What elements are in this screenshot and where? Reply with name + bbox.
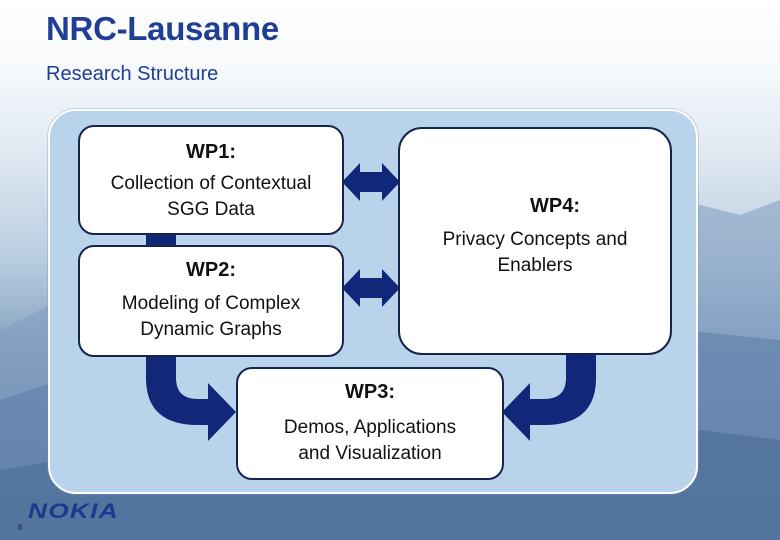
double-arrow-icon: [342, 269, 400, 307]
wp1-line-1: Collection of Contextual: [110, 173, 312, 194]
curved-arrow-icon: [502, 349, 596, 441]
wp4-description: Privacy Concepts and Enablers: [400, 227, 670, 279]
wp3-line-1: Demos, Applications: [283, 417, 457, 438]
wp2-line-1: Modeling of Complex: [121, 293, 301, 314]
wp4-line-2: Enablers: [497, 255, 573, 276]
wp2-line-2: Dynamic Graphs: [140, 319, 282, 340]
wp4-label: WP4:: [530, 195, 580, 217]
curved-arrow-icon: [146, 351, 236, 441]
page-subtitle: Research Structure: [46, 63, 219, 85]
double-arrow-icon: [342, 163, 400, 201]
wp1-label: WP1:: [186, 141, 236, 163]
wp2-label: WP2:: [186, 259, 236, 281]
wp2-description: Modeling of Complex Dynamic Graphs: [80, 291, 342, 343]
wp3-label: WP3:: [345, 381, 395, 403]
page-title: NRC-Lausanne: [46, 10, 279, 47]
wp2-box: WP2: Modeling of Complex Dynamic Graphs: [78, 245, 344, 357]
nokia-logo: NOKIA: [28, 500, 119, 523]
wp3-box: WP3: Demos, Applications and Visualizati…: [236, 367, 504, 480]
wp4-box: WP4: Privacy Concepts and Enablers: [398, 127, 672, 355]
wp1-line-2: SGG Data: [167, 199, 255, 220]
wp1-description: Collection of Contextual SGG Data: [80, 171, 342, 223]
page-number: 6: [18, 523, 23, 532]
wp3-description: Demos, Applications and Visualization: [238, 415, 502, 467]
wp3-line-2: and Visualization: [298, 443, 442, 464]
wp4-line-1: Privacy Concepts and: [442, 229, 628, 250]
wp1-box: WP1: Collection of Contextual SGG Data: [78, 125, 344, 235]
